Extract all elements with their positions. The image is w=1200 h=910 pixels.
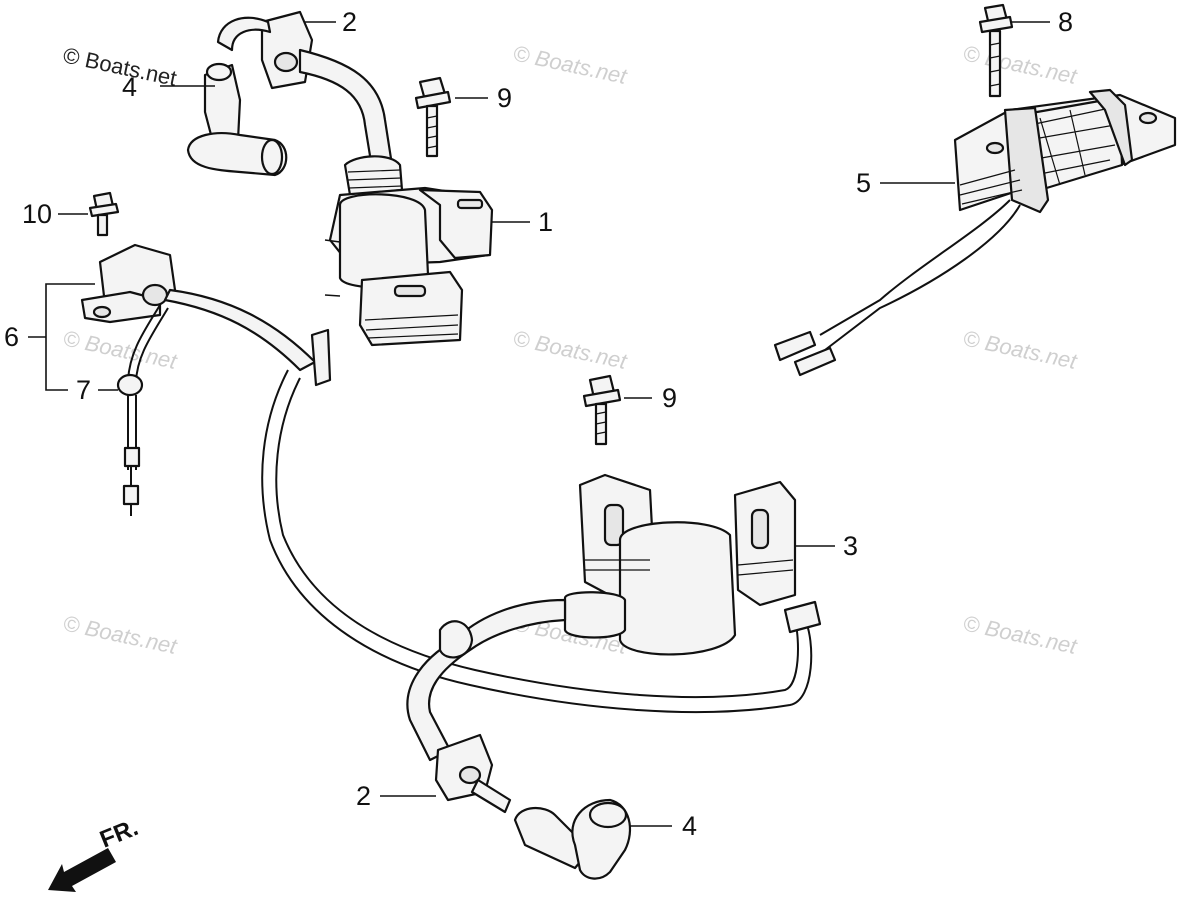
bolt-9-top [414, 76, 452, 158]
ignition-unit [80, 243, 177, 324]
watermark: © Boats.net [961, 40, 1080, 89]
callout-2-top: 2 [342, 7, 357, 37]
callout-3: 3 [843, 531, 858, 561]
main-wire-harness [163, 288, 822, 714]
ignition-coil-upper [324, 155, 494, 347]
watermark: © Boats.net [511, 325, 630, 374]
ht-lead-lower [406, 598, 567, 762]
callout-6: 6 [4, 322, 19, 352]
callout-9-middle: 9 [662, 383, 677, 413]
stop-wire [116, 304, 169, 516]
callout-8: 8 [1058, 7, 1073, 37]
callout-5: 5 [856, 168, 871, 198]
bolt-8 [978, 3, 1014, 98]
watermark: © Boats.net [961, 610, 1080, 659]
watermark: © Boats.net [511, 40, 630, 89]
callout-7: 7 [76, 375, 91, 405]
callout-9-top: 9 [497, 83, 512, 113]
front-label: FR. [96, 814, 142, 854]
watermark: © Boats.net [961, 325, 1080, 374]
bolt-9-middle [582, 374, 622, 446]
ht-lead-top [298, 48, 394, 170]
bolt-10 [88, 191, 120, 237]
callout-4-top: 4 [122, 72, 137, 102]
callout-numbers: 2 4 9 8 5 1 10 6 7 9 3 2 4 [4, 7, 1073, 841]
front-arrow-icon [48, 848, 116, 892]
front-direction-marker: FR. [48, 814, 142, 892]
callout-10: 10 [22, 199, 52, 229]
spark-plug-cap-lower [513, 798, 632, 880]
watermark: © Boats.net [61, 610, 180, 659]
watermark-top-left: © Boats.net [61, 42, 179, 90]
callout-4-lower: 4 [682, 811, 697, 841]
callout-2-lower: 2 [356, 781, 371, 811]
leader-lines [28, 21, 1050, 827]
watermark: © Boats.net [61, 325, 180, 374]
grommet-lower [434, 620, 512, 814]
charge-coil [953, 88, 1177, 214]
ignition-coil-lower [563, 473, 797, 656]
charge-coil-leads [773, 199, 1021, 377]
callout-1: 1 [538, 207, 553, 237]
